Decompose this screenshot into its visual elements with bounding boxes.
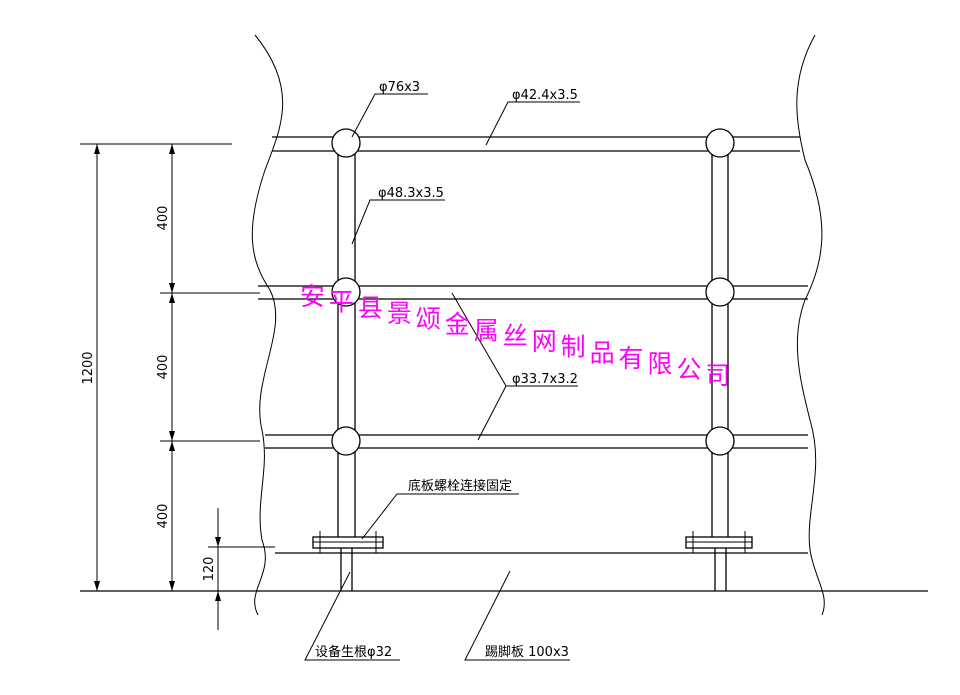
watermark-char: 颂 [416,305,441,334]
extension-lines [80,143,275,548]
watermark-char: 景 [387,299,412,328]
mid-rail-label: φ33.7x3.2 [512,372,578,387]
company-watermark: 安平县景颂金属丝网制品有限公司 [300,282,730,390]
watermark-char: 县 [358,293,383,322]
watermark-char: 有 [619,344,644,373]
anchor-label: 设备生根φ32 [315,644,392,660]
post-label: φ48.3x3.5 [378,186,444,201]
post-cap-label: φ76x3 [379,80,420,95]
right-post [711,143,729,591]
dim-120-label: 120 [202,557,217,582]
right-base-plate [685,531,753,553]
watermark-char: 司 [705,361,730,390]
left-base-plate [312,531,384,553]
left-break-line [251,34,284,616]
watermark-char: 平 [329,288,354,317]
watermark-char: 公 [677,355,702,384]
watermark-char: 制 [561,333,586,362]
watermark-char: 安 [300,282,325,311]
watermark-char: 网 [532,327,557,356]
dim-1200-label: 1200 [81,351,96,384]
base-plate-label: 底板螺栓连接固定 [408,478,512,494]
joint-circles [331,128,735,456]
kickboard-label: 踢脚板 100x3 [485,644,569,660]
watermark-char: 限 [648,350,673,379]
left-post [337,143,356,591]
watermark-char: 金 [445,310,470,339]
watermark-char: 属 [474,316,499,345]
watermark-char: 丝 [503,321,528,350]
leader-lines [304,93,580,661]
dim-400-3-label: 400 [156,504,171,529]
dim-400-1-label: 400 [156,206,171,231]
dim-400-2-label: 400 [156,355,171,380]
watermark-char: 品 [590,338,615,367]
top-rail-label: φ42.4x3.5 [512,88,578,103]
right-break-line [796,34,825,616]
